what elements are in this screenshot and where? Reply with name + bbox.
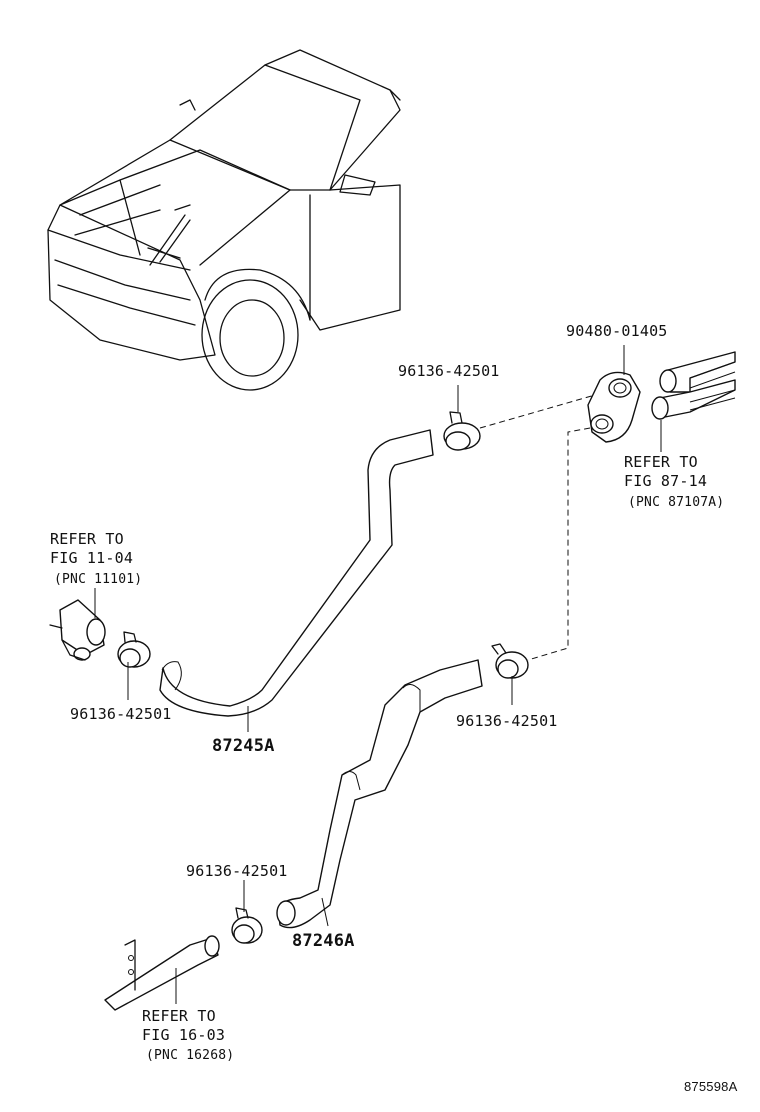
refer-bottom-line1: REFER TO	[142, 1007, 216, 1025]
callout-hose-lower: 87246A	[292, 931, 355, 951]
refer-bottom-line2: FIG 16-03	[142, 1026, 226, 1044]
engine-outlet	[49, 599, 106, 661]
hose-clamp-icon	[117, 631, 151, 668]
callout-plate: 90480-01405	[566, 322, 668, 340]
illustration-code: 875598A	[684, 1079, 738, 1094]
leader-lines	[94, 345, 662, 1004]
heater-pipe-plate-icon	[587, 371, 641, 443]
refer-top-right-line2: FIG 87-14	[624, 472, 708, 490]
refer-left-line3: (PNC 11101)	[54, 572, 143, 587]
hose-87246a	[276, 659, 483, 929]
refer-bottom-line3: (PNC 16268)	[146, 1048, 235, 1063]
callout-clamp-bottom: 96136-42501	[186, 862, 288, 880]
callout-hose-upper: 87245A	[212, 736, 275, 756]
refer-left-line1: REFER TO	[50, 530, 124, 548]
hose-clamp-icon	[443, 411, 481, 451]
callout-clamp-right: 96136-42501	[456, 712, 558, 730]
callout-clamp-left: 96136-42501	[70, 705, 172, 723]
vehicle-icon	[47, 49, 401, 391]
refer-top-right-line3: (PNC 87107A)	[628, 495, 725, 510]
bottom-pipe	[104, 935, 220, 1011]
heater-pipes	[651, 351, 736, 420]
refer-left-line2: FIG 11-04	[50, 549, 134, 567]
refer-top-right-line1: REFER TO	[624, 453, 698, 471]
hose-clamp-icon	[231, 907, 263, 944]
callout-clamp-top: 96136-42501	[398, 362, 500, 380]
hose-87245a	[159, 429, 434, 717]
hose-clamp-icon	[491, 643, 529, 679]
